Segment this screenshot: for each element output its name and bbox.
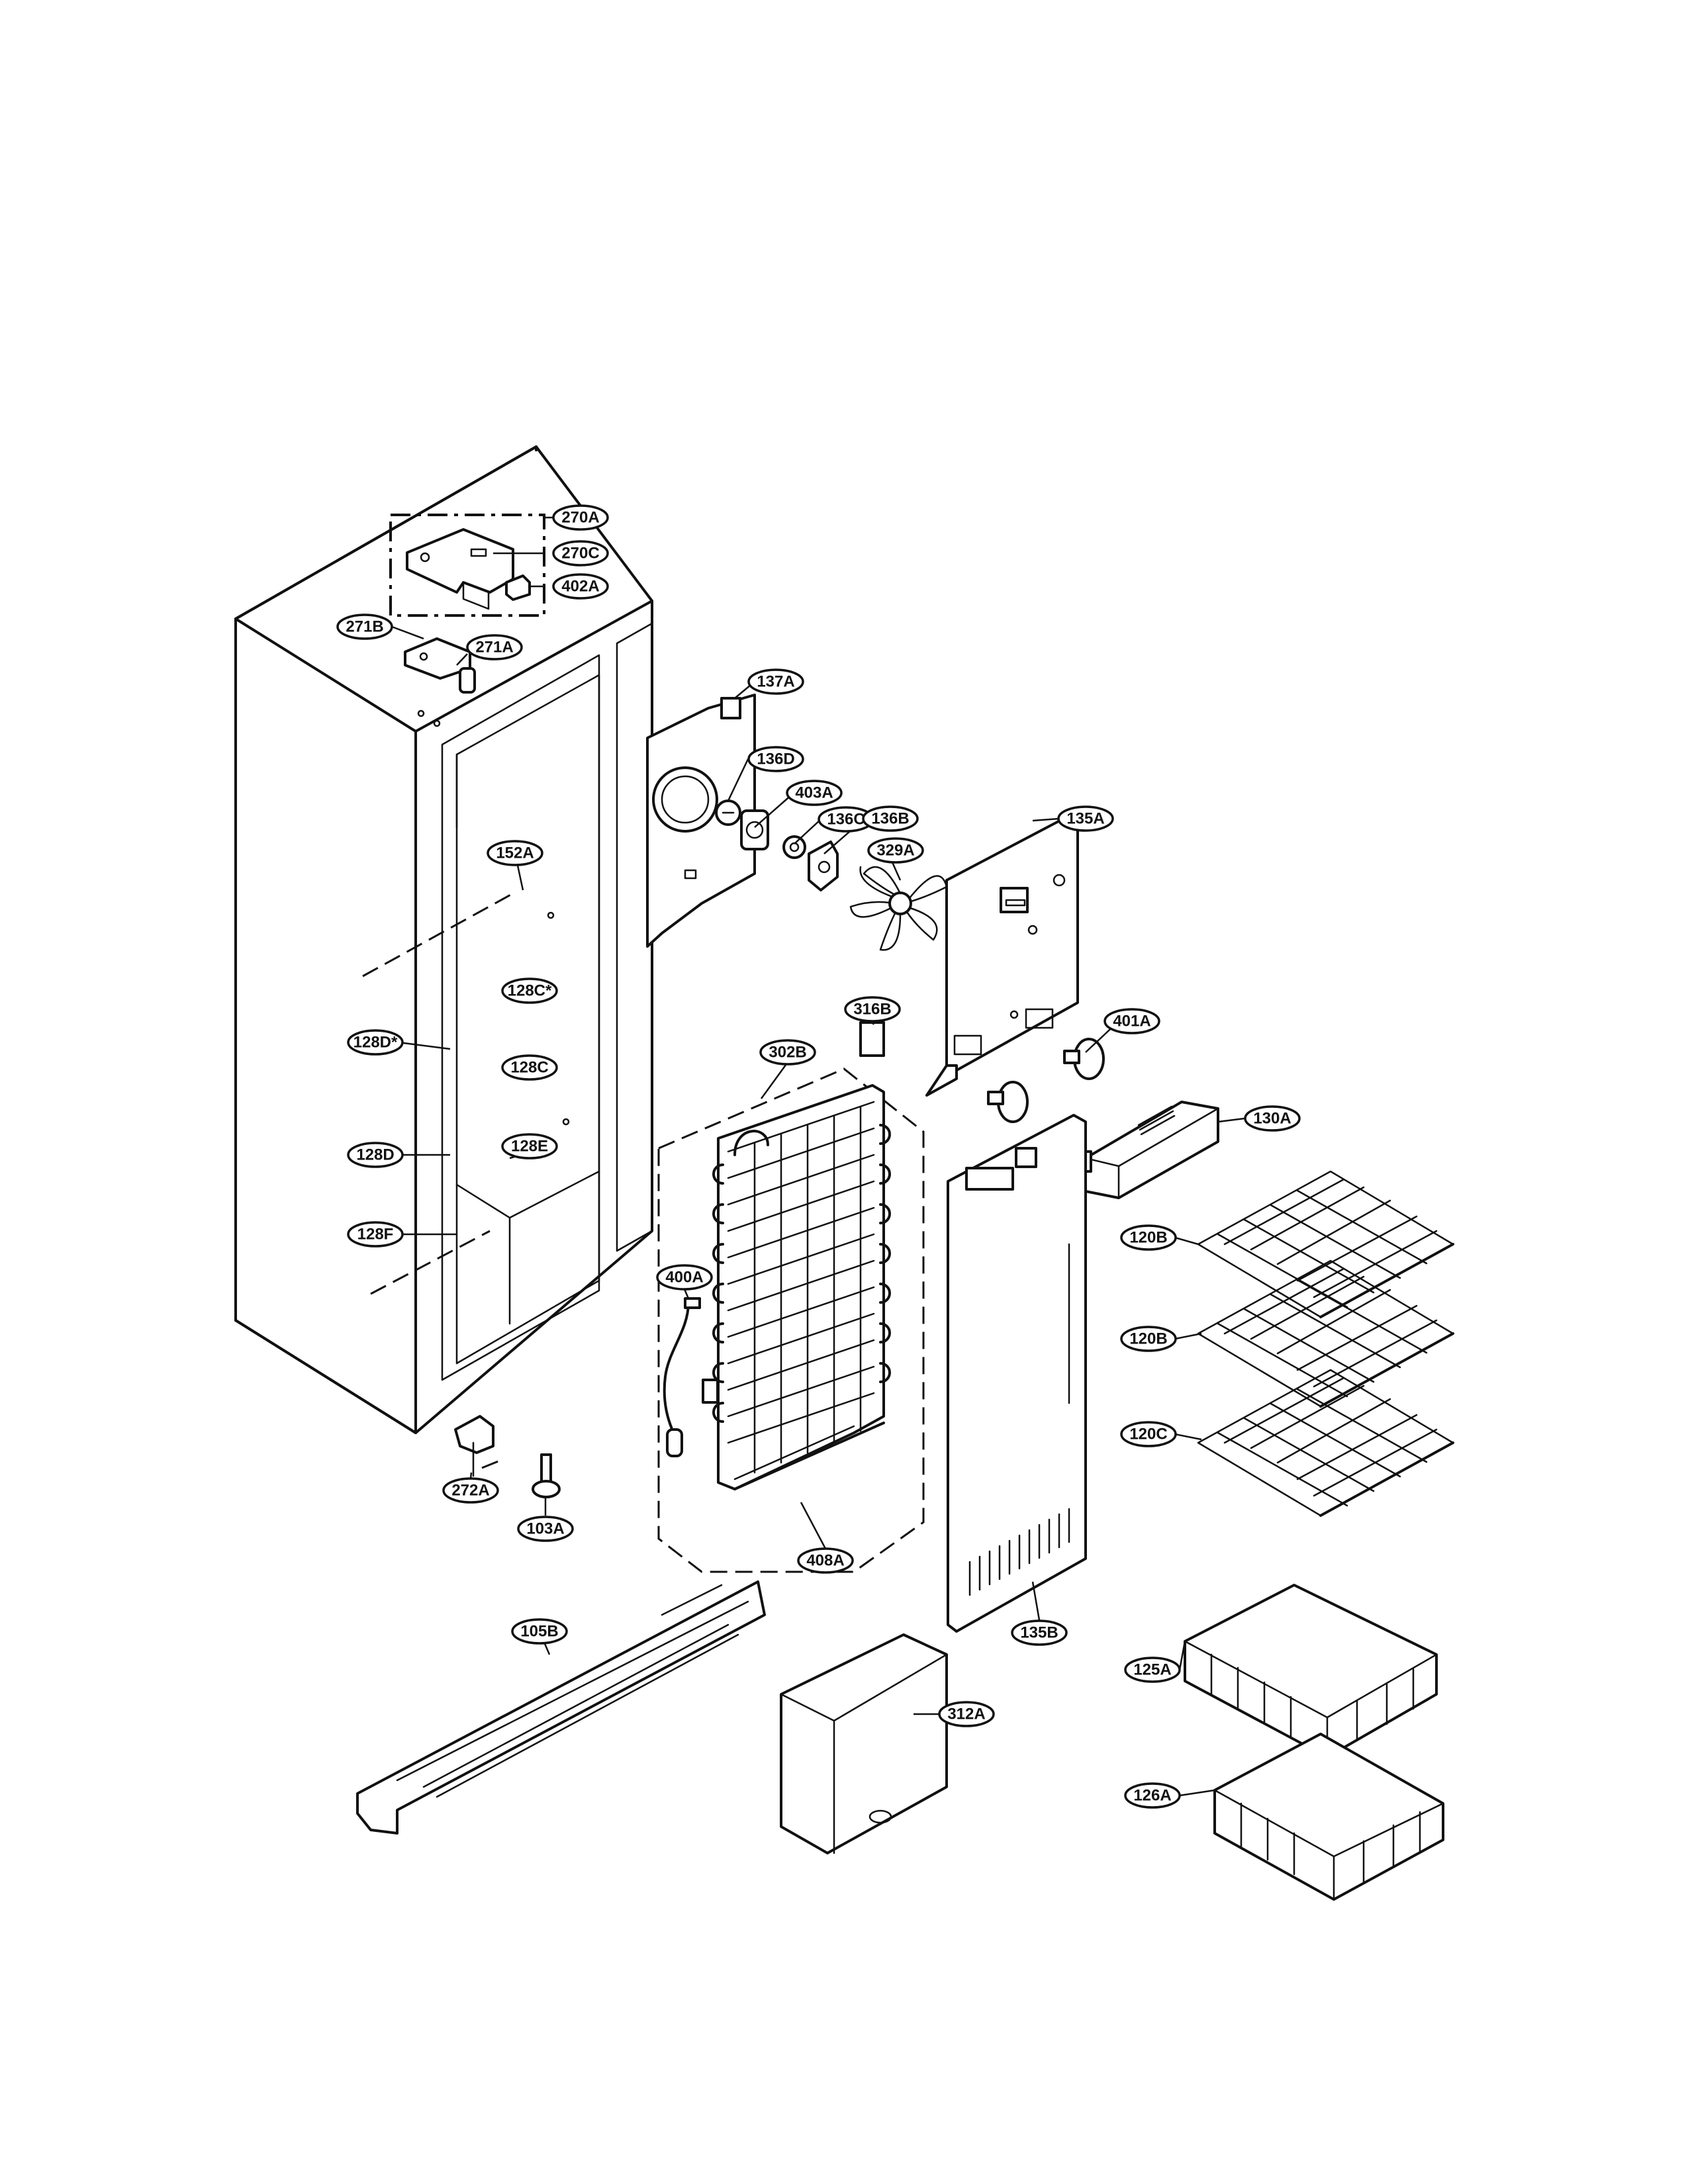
- svg-text:105B: 105B: [520, 1623, 558, 1641]
- svg-text:408A: 408A: [806, 1552, 844, 1570]
- projection-lines: [362, 892, 514, 1469]
- callout-270A: 270A: [552, 504, 609, 531]
- rear-panel: [947, 1114, 1087, 1633]
- callout-135B: 135B: [1011, 1619, 1068, 1646]
- callout-103A: 103A: [517, 1516, 574, 1542]
- basket-126A: [1213, 1733, 1444, 1901]
- svg-text:128C: 128C: [510, 1059, 548, 1077]
- fan-bracket: [646, 694, 756, 948]
- svg-text:128C*: 128C*: [508, 982, 552, 1000]
- lamp-bulbs: [987, 1038, 1105, 1123]
- callouts: 270A 270C 402A 271B 271A 137A 136D 403A …: [336, 504, 1301, 1809]
- svg-text:152A: 152A: [496, 844, 534, 862]
- svg-text:120B: 120B: [1129, 1229, 1167, 1247]
- svg-text:400A: 400A: [665, 1269, 703, 1287]
- callout-137A: 137A: [747, 668, 804, 695]
- rear-panel-vents: [968, 1508, 1070, 1596]
- callout-272A: 272A: [442, 1477, 499, 1504]
- svg-text:270C: 270C: [561, 545, 599, 563]
- callout-316B: 316B: [844, 996, 901, 1023]
- cabinet-body: [234, 445, 653, 1434]
- svg-text:125A: 125A: [1133, 1661, 1171, 1679]
- callout-329A: 329A: [867, 837, 924, 864]
- callout-302B: 302B: [759, 1039, 816, 1066]
- svg-text:271B: 271B: [346, 618, 383, 636]
- callout-128D-star: 128D*: [347, 1029, 404, 1056]
- callout-128D: 128D: [347, 1142, 404, 1168]
- svg-text:135B: 135B: [1020, 1624, 1058, 1642]
- base-rail-105B: [356, 1580, 766, 1835]
- svg-text:128D*: 128D*: [353, 1034, 398, 1052]
- evaporator-coil-bends: [712, 1124, 891, 1423]
- callout-401A: 401A: [1103, 1008, 1160, 1034]
- svg-text:128F: 128F: [357, 1226, 394, 1244]
- svg-text:103A: 103A: [526, 1520, 564, 1538]
- svg-text:126A: 126A: [1133, 1787, 1171, 1805]
- svg-text:329A: 329A: [876, 842, 914, 860]
- svg-text:135A: 135A: [1066, 810, 1104, 828]
- evaporator-fins: [727, 1101, 875, 1474]
- svg-text:316B: 316B: [853, 1001, 891, 1019]
- svg-text:136C: 136C: [827, 811, 865, 829]
- svg-text:302B: 302B: [769, 1044, 806, 1062]
- wire-shelf-2: [1197, 1259, 1454, 1408]
- wire-shelf-3: [1197, 1369, 1454, 1517]
- callout-130A: 130A: [1244, 1105, 1301, 1132]
- svg-text:312A: 312A: [947, 1706, 985, 1723]
- svg-text:403A: 403A: [795, 784, 833, 802]
- evaporator-group: [657, 1021, 925, 1573]
- svg-text:120B: 120B: [1129, 1330, 1167, 1348]
- callout-135A: 135A: [1057, 805, 1114, 832]
- callout-271B: 271B: [336, 614, 393, 640]
- svg-text:272A: 272A: [451, 1482, 489, 1500]
- callout-400A: 400A: [656, 1264, 713, 1291]
- callout-408A: 408A: [797, 1547, 854, 1574]
- callout-126A: 126A: [1124, 1782, 1181, 1809]
- callout-270C: 270C: [552, 540, 609, 567]
- svg-text:271A: 271A: [475, 639, 513, 657]
- svg-text:270A: 270A: [561, 509, 599, 527]
- fan-cover-panel: [925, 813, 1079, 1097]
- callout-136D: 136D: [747, 746, 804, 772]
- callout-128E: 128E: [501, 1133, 558, 1160]
- callout-128C-star: 128C*: [501, 978, 558, 1004]
- callout-128C: 128C: [501, 1054, 558, 1081]
- svg-text:128D: 128D: [356, 1146, 394, 1164]
- callout-312A: 312A: [938, 1701, 995, 1727]
- basket-125A: [1184, 1584, 1438, 1758]
- callout-136C: 136C: [818, 806, 874, 833]
- hinge-271: [404, 637, 476, 694]
- callout-136B: 136B: [862, 805, 919, 832]
- callout-152A: 152A: [487, 840, 543, 866]
- callout-120B-top: 120B: [1120, 1224, 1177, 1251]
- svg-text:402A: 402A: [561, 578, 599, 596]
- callout-120C: 120C: [1120, 1421, 1177, 1447]
- callout-403A: 403A: [786, 780, 843, 806]
- control-box-group: [389, 514, 545, 617]
- callout-402A: 402A: [552, 573, 609, 600]
- svg-text:136D: 136D: [757, 751, 794, 768]
- callout-128F: 128F: [347, 1221, 404, 1248]
- callout-271A: 271A: [466, 634, 523, 660]
- leveling-foot-103A: [532, 1453, 561, 1498]
- fan-blade: [849, 866, 948, 951]
- drain-pan-312A: [780, 1633, 948, 1854]
- fan-shroud-136B: [808, 841, 839, 891]
- svg-text:136B: 136B: [871, 810, 909, 828]
- svg-text:137A: 137A: [757, 673, 794, 691]
- vent-slots-130A: [1137, 1105, 1176, 1136]
- svg-text:130A: 130A: [1253, 1110, 1291, 1128]
- svg-text:128E: 128E: [511, 1138, 548, 1156]
- callout-120B-mid: 120B: [1120, 1326, 1177, 1352]
- callout-105B: 105B: [511, 1618, 568, 1645]
- callout-125A: 125A: [1124, 1657, 1181, 1683]
- leader-lines: [391, 516, 1245, 1797]
- svg-text:401A: 401A: [1113, 1013, 1150, 1030]
- hinge-bottom-272A: [454, 1415, 494, 1477]
- svg-text:120C: 120C: [1129, 1426, 1167, 1443]
